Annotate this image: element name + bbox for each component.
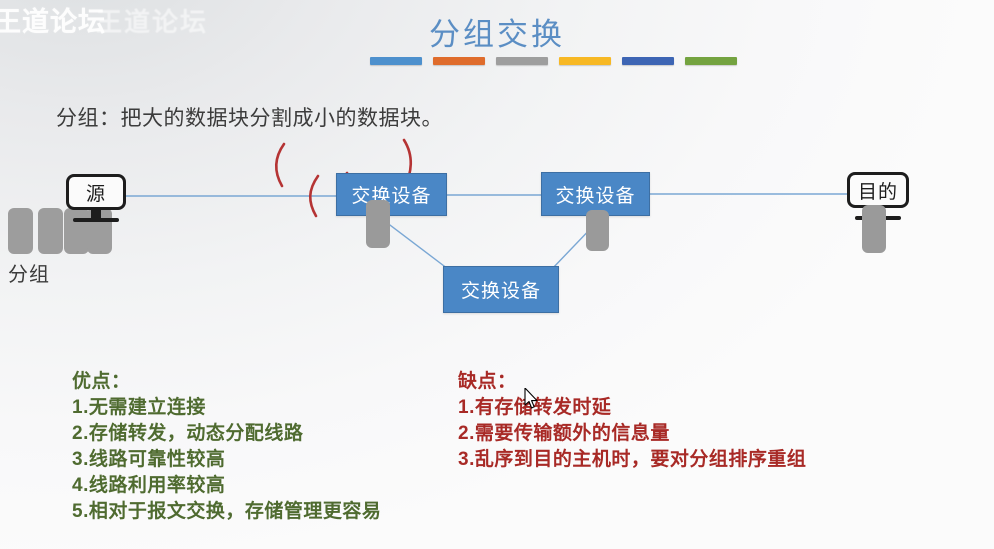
node-source: 源: [66, 174, 126, 224]
mouse-cursor-icon: [524, 388, 538, 409]
packet-queue-item-2: [38, 208, 63, 254]
node-switch-left: 交换设备: [336, 173, 447, 216]
packet-at-switch-right: [586, 210, 609, 251]
accent-bar-green: [685, 57, 737, 65]
node-source-label: 源: [66, 174, 126, 210]
disadvantages-item-2: 2.需要传输额外的信息量: [458, 423, 670, 444]
accent-bar-orange: [433, 57, 485, 65]
packet-queue-item-3: [64, 208, 89, 254]
definition-text: 分组：把大的数据块分割成小的数据块。: [56, 106, 443, 130]
accent-bar-blue: [370, 57, 422, 65]
advantages-item-1: 1.无需建立连接: [72, 397, 206, 418]
accent-bar-darkblue: [622, 57, 674, 65]
disadvantages-item-1: 1.有存储转发时延: [458, 397, 612, 418]
disadvantages-item-3: 3.乱序到目的主机时，要对分组排序重组: [458, 449, 807, 470]
node-switch-right-label: 交换设备: [555, 185, 636, 207]
annotation-bracket-open-inner: [308, 174, 320, 218]
advantages-heading: 优点：: [72, 371, 131, 392]
advantages-item-2: 2.存储转发，动态分配线路: [72, 423, 304, 444]
node-switch-left-label: 交换设备: [351, 186, 432, 207]
advantages-list: 优点： 1.无需建立连接 2.存储转发，动态分配线路 3.线路可靠性较高 4.线…: [72, 369, 381, 525]
advantages-item-5: 5.相对于报文交换，存储管理更容易: [72, 501, 382, 522]
node-source-base: [73, 218, 119, 222]
node-switch-right: 交换设备: [541, 172, 650, 216]
disadvantages-list: 缺点： 1.有存储转发时延 2.需要传输额外的信息量 3.乱序到目的主机时，要对…: [458, 369, 806, 473]
page-title: 分组交换: [429, 17, 565, 52]
disadvantages-heading: 缺点：: [458, 371, 517, 392]
annotation-bracket-open-outer: [274, 142, 286, 188]
packet-at-switch-left: [366, 200, 390, 248]
node-destination-label: 目的: [847, 172, 909, 208]
packet-queue-item-1: [8, 208, 33, 254]
watermark-ghost-text: 王道论坛: [96, 7, 209, 37]
advantages-item-4: 4.线路利用率较高: [72, 475, 226, 496]
accent-bar-group: [370, 57, 737, 66]
node-switch-bottom-label: 交换设备: [460, 281, 541, 302]
packet-at-destination: [862, 205, 886, 253]
node-source-stand: [91, 210, 101, 220]
node-switch-bottom: 交换设备: [443, 266, 559, 313]
accent-bar-gray: [496, 57, 548, 65]
watermark-text: 王道论坛: [0, 7, 106, 37]
packets-label: 分组: [8, 264, 50, 286]
advantages-item-3: 3.线路可靠性较高: [72, 449, 226, 470]
accent-bar-yellow: [559, 57, 611, 65]
